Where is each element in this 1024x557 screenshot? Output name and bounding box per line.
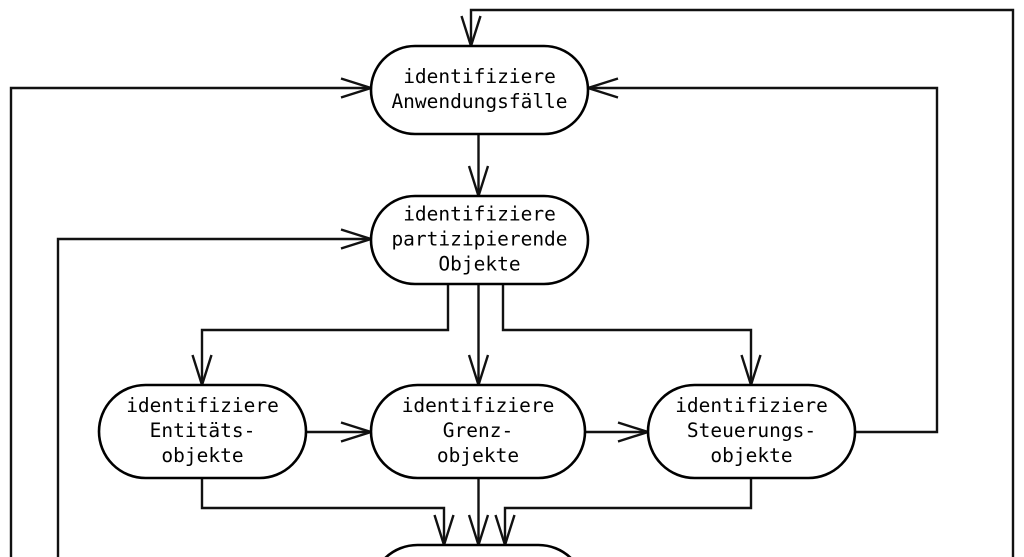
edge-partizipierende-to-entitaets: [191, 284, 450, 389]
identifiziere-steuerungsobjekte-label-line-3: objekte: [710, 444, 792, 467]
bottom-node-partial-shape[interactable]: [371, 543, 585, 557]
identifiziere-anwendungsfaelle-shape[interactable]: [369, 44, 590, 136]
identifiziere-partizipierende-objekte-label-line-2: partizipierende: [391, 228, 567, 251]
identifiziere-partizipierende-objekte-label-line-3: Objekte: [438, 253, 520, 276]
identifiziere-grenzobjekte-label-line-3: objekte: [437, 444, 519, 467]
identifiziere-partizipierende-objekte-shape[interactable]: [369, 194, 590, 286]
identifiziere-entitaetsobjekte-shape[interactable]: [97, 383, 308, 480]
edge-partizipierende-to-grenz: [467, 284, 490, 389]
identifiziere-steuerungsobjekte-label-line-1: identifiziere: [675, 394, 828, 417]
edge-partizipierende-to-entitaets-line: [200, 284, 450, 385]
identifiziere-partizipierende-objekte-label-line-1: identifiziere: [403, 203, 556, 226]
edge-entitaets-to-grenz: [306, 421, 375, 443]
edge-offscreen-left-to-anwendungsfaelle-line: [9, 86, 371, 557]
edge-entitaets-to-bottom: [200, 478, 455, 549]
identifiziere-grenzobjekte-shape[interactable]: [369, 383, 587, 480]
edge-steuerungs-to-bottom: [494, 478, 753, 549]
node-bottom-node-partial[interactable]: [371, 543, 585, 557]
edge-offscreen-left-to-partizipierende-line: [56, 237, 371, 557]
identifiziere-entitaetsobjekte-label-line-2: Entitäts-: [150, 419, 256, 442]
edge-entitaets-to-bottom-line: [200, 478, 446, 545]
edge-offscreen-right-to-anwendungsfaelle-top-line: [469, 8, 1015, 557]
identifiziere-anwendungsfaelle-label-line-2: Anwendungsfälle: [391, 90, 567, 113]
edge-grenz-to-steuerungs: [585, 421, 652, 443]
identifiziere-grenzobjekte-label-line-1: identifiziere: [402, 394, 555, 417]
identifiziere-entitaetsobjekte-label-line-1: identifiziere: [126, 394, 279, 417]
edge-partizipierende-to-steuerungs: [501, 284, 762, 389]
edge-offscreen-left-to-anwendungsfaelle: [9, 77, 375, 557]
edge-steuerungs-back-to-anwendungsfaelle-line: [588, 86, 939, 434]
nodes-layer: identifiziereAnwendungsfälleidentifizier…: [97, 44, 857, 557]
identifiziere-grenzobjekte-label-line-2: Grenz-: [443, 419, 513, 442]
identifiziere-steuerungsobjekte-shape[interactable]: [646, 383, 857, 480]
edge-partizipierende-to-steuerungs-line: [501, 284, 753, 385]
edge-grenz-to-bottom: [467, 478, 490, 549]
edge-steuerungs-back-to-anwendungsfaelle: [584, 77, 939, 434]
identifiziere-entitaetsobjekte-label-line-3: objekte: [161, 444, 243, 467]
edge-anwendungsfaelle-to-partizipierende: [467, 134, 490, 200]
identifiziere-anwendungsfaelle-label-line-1: identifiziere: [403, 65, 556, 88]
identifiziere-steuerungsobjekte-label-line-2: Steuerungs-: [687, 419, 816, 442]
edge-steuerungs-to-bottom-line: [503, 478, 753, 545]
edges-layer: [9, 8, 1015, 557]
